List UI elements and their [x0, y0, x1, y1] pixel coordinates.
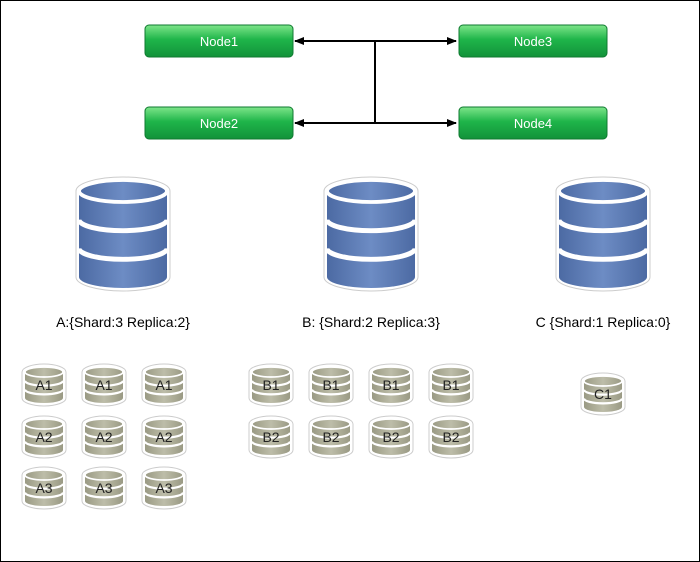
shard-a2-cylinder-icon — [81, 415, 127, 459]
shard-a1-cylinder-icon — [81, 363, 127, 407]
node-connectors — [294, 37, 457, 127]
shard-b2-cylinder-icon — [368, 415, 414, 459]
shard-b1-cylinder-icon — [308, 363, 354, 407]
node-1: Node1 — [144, 24, 294, 58]
database-c-icon — [555, 176, 651, 292]
node-2: Node2 — [144, 106, 294, 140]
shard-a1-cylinder-icon — [21, 363, 67, 407]
shard-label: A1 — [35, 377, 52, 393]
shard-b1-cylinder-icon — [368, 363, 414, 407]
shard-label: B2 — [382, 429, 399, 445]
index-b-caption: B: {Shard:2 Replica:3} — [302, 314, 440, 330]
node-4-label: Node4 — [514, 116, 552, 131]
shard-b2-cylinder-icon — [428, 415, 474, 459]
shard-label: B1 — [382, 377, 399, 393]
shard-label: A2 — [35, 429, 52, 445]
shard-a1-cylinder-icon — [141, 363, 187, 407]
shard-label: B2 — [442, 429, 459, 445]
index-c-caption: C {Shard:1 Replica:0} — [536, 314, 671, 330]
shard-label: B2 — [262, 429, 279, 445]
shard-a2-cylinder-icon — [141, 415, 187, 459]
node-3-label: Node3 — [514, 34, 552, 49]
shard-label: A2 — [95, 429, 112, 445]
shard-b1-cylinder-icon — [248, 363, 294, 407]
index-databases — [75, 176, 651, 292]
shard-label: A3 — [35, 480, 52, 496]
shard-b2-cylinder-icon — [308, 415, 354, 459]
database-b-icon — [323, 176, 419, 292]
shard-label: C1 — [594, 386, 612, 402]
database-a-icon — [75, 176, 171, 292]
node-2-label: Node2 — [200, 116, 238, 131]
shard-a2-cylinder-icon — [21, 415, 67, 459]
shard-b1-cylinder-icon — [428, 363, 474, 407]
shard-label: A3 — [95, 480, 112, 496]
node-1-label: Node1 — [200, 34, 238, 49]
shard-a3-cylinder-icon — [141, 466, 187, 510]
shard-a3-cylinder-icon — [81, 466, 127, 510]
shard-label: A1 — [95, 377, 112, 393]
shard-b2-cylinder-icon — [248, 415, 294, 459]
shard-label: B1 — [262, 377, 279, 393]
shard-label: B1 — [322, 377, 339, 393]
node-4: Node4 — [458, 106, 608, 140]
shard-label: A2 — [155, 429, 172, 445]
shard-label: A3 — [155, 480, 172, 496]
shard-label: B2 — [322, 429, 339, 445]
shard-label: A1 — [155, 377, 172, 393]
node-3: Node3 — [458, 24, 608, 58]
shard-c1-cylinder-icon — [580, 372, 626, 416]
shard-a3-cylinder-icon — [21, 466, 67, 510]
index-a-caption: A:{Shard:3 Replica:2} — [56, 314, 190, 330]
shard-label: B1 — [442, 377, 459, 393]
